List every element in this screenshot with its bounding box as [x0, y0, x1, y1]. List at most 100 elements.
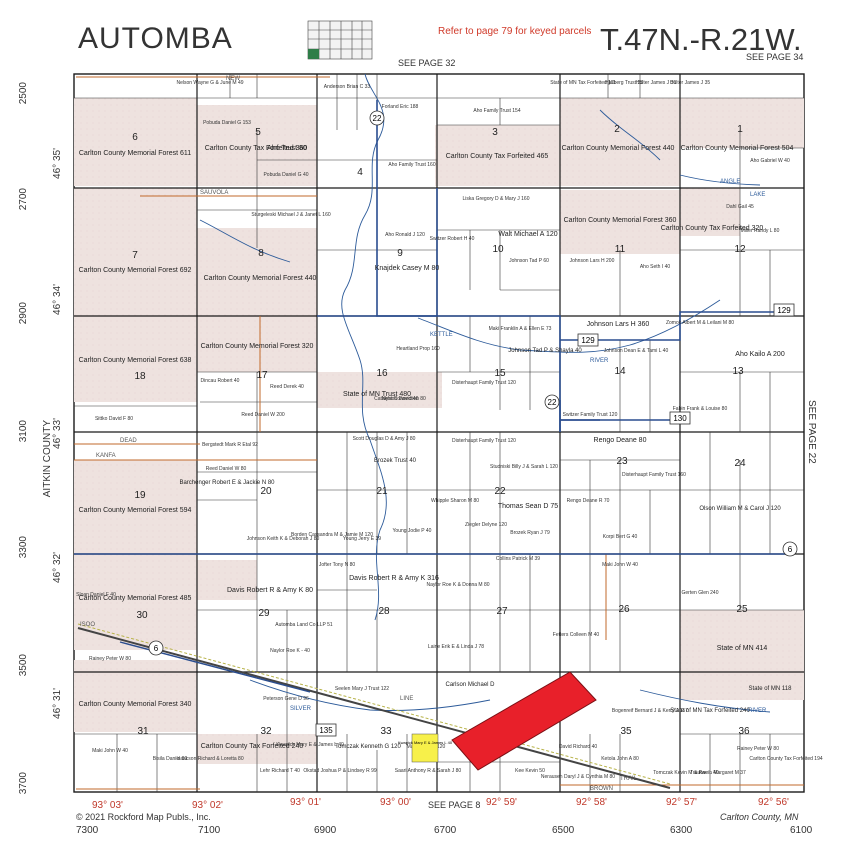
- section-owner-36: State of MN 118: [749, 686, 793, 692]
- section-number-1: 1: [737, 124, 743, 135]
- long-label-5: 92° 59': [486, 797, 517, 808]
- section-labels: 6 Carlton County Memorial Forest 611 5 C…: [79, 124, 794, 750]
- parcel-owner-label: Tomczak Kevin M & Rae L 40: [653, 770, 719, 776]
- parcel-owner-label: Ketola John A 80: [601, 756, 639, 762]
- section-number-20: 20: [260, 486, 272, 497]
- parcel-owner-label: Borden Cassandra M & Jamie M 120: [291, 532, 373, 538]
- section-owner-16: State of MN Trust 480: [343, 391, 411, 398]
- bottom-x-6500: 6500: [552, 825, 575, 836]
- route-129-east-label: 129: [777, 306, 791, 315]
- highlighted-parcel-marker: [451, 671, 597, 771]
- section-number-21: 21: [376, 486, 388, 497]
- parcel-owner-label: Scott Douglas D & Amy J 80: [353, 436, 416, 442]
- section-number-11: 11: [615, 244, 626, 255]
- forest-sec19: [74, 460, 197, 554]
- forest-sec1: [680, 98, 804, 148]
- section-number-33: 33: [380, 726, 392, 737]
- county-footer: Carlton County, MN: [720, 812, 799, 822]
- river-branch: [417, 299, 721, 353]
- parcel-owner-label: Disterhaupt Family Trust 120: [452, 438, 516, 444]
- parcel-owner-label: Johnson Tad P 60: [509, 258, 549, 264]
- parcel-owner-label: Sittko David F 80: [95, 416, 133, 422]
- parcel-owner-label: Zomok Albert M & Leilani M 80: [666, 320, 734, 326]
- forest-sec25: [680, 610, 804, 654]
- parcel-owner-label: Carlton County Tax Forfeited 194: [749, 756, 823, 762]
- bottom-x-7100: 7100: [198, 825, 221, 836]
- forest-sec30: [74, 554, 197, 650]
- parcel-owner-label: Aho Family Trust 154: [473, 108, 520, 114]
- parcel-owner-label: Trautwein Margaret M 37: [690, 770, 746, 776]
- parcel-owner-label: Johnson Lars H 200: [570, 258, 615, 264]
- parcel-owner-label: Reed Daniel W 80: [206, 466, 247, 472]
- parcel-owner-label: Reed Derek 40: [270, 384, 304, 390]
- route-129-shield: 129: [577, 333, 599, 347]
- trail-label: TRAIL: [620, 776, 638, 782]
- parcel-owner-label: Aho Family Trust 160: [388, 162, 435, 168]
- bottom-x-6300: 6300: [670, 825, 693, 836]
- parcel-owner-label: Gerten Glen 240: [682, 590, 719, 596]
- silver-label: SILVER: [290, 706, 312, 712]
- bottom-x-6900: 6900: [314, 825, 337, 836]
- route-135-label: 135: [319, 726, 333, 735]
- parcel-owner-label: Bogenreif Bernard J & Kerry J 157: [612, 708, 688, 714]
- parcel-owner-label: Disterhaupt Family Trust 120: [452, 380, 516, 386]
- brown-label: BROWN: [590, 786, 613, 792]
- section-owner-21: Brozek Trust 40: [374, 458, 417, 464]
- parcel-owner-label: Hulter James J 35: [670, 80, 711, 86]
- parcel-owner-label: Disterhaupt Family Trust 160: [622, 472, 686, 478]
- route-22-label: 22: [373, 114, 382, 123]
- parcel-owner-label: Seelen Mary J Trust 122: [335, 686, 389, 692]
- section-owner-15: Johnson Tad P & Shayla 40: [508, 348, 582, 354]
- route-shields: 22 22 129 129 130 6 6 135: [148, 110, 798, 737]
- rivers: [199, 73, 771, 713]
- east-river: [639, 689, 771, 713]
- kanfa-label: KANFA: [96, 453, 116, 459]
- parcel-owner-label: Isaacson Richard & Loretta 80: [176, 756, 243, 762]
- long-label-6: 92° 58': [576, 797, 607, 808]
- section-number-35: 35: [620, 726, 632, 737]
- section-number-24: 24: [734, 458, 746, 469]
- public-land-areas: [74, 98, 804, 764]
- parcel-owner-label: Lehr Richard T 40: [260, 768, 300, 774]
- parcel-owner-label: Nelson Wayne G & June M 49: [176, 80, 243, 86]
- highlight-label: Kwapick Mary E & James L 40: [398, 740, 453, 745]
- state-roads: [74, 100, 790, 555]
- route-129-shield-east: 129: [773, 303, 795, 317]
- long-label-3: 93° 01': [290, 797, 321, 808]
- section-owner-35: State of MN Tax Forfeited 240: [670, 708, 750, 714]
- section-owner-22: Thomas Sean D 75: [498, 503, 558, 510]
- copyright-notice: © 2021 Rockford Map Publs., Inc.: [76, 812, 211, 822]
- section-number-7: 7: [132, 250, 138, 261]
- route-130-shield: 130: [669, 411, 691, 425]
- parcel-owner-label: Sloan Daniel F 40: [76, 592, 116, 598]
- long-label-2: 93° 02': [192, 800, 223, 811]
- parcel-owner-label: Kwapick Mary E & James L 40: [276, 742, 344, 748]
- section-number-32: 32: [260, 726, 272, 737]
- parcel-owner-label: Studniski Billy J & Sarah L 120: [490, 464, 558, 470]
- parcel-owner-label: Switzer Family Trust 120: [563, 412, 618, 418]
- route-130-label: 130: [673, 414, 687, 423]
- forest-sec2: [560, 98, 680, 186]
- forest-sec7: [74, 188, 197, 316]
- parcel-owner-label: Switzer Robert H 40: [430, 236, 475, 242]
- parcel-owner-label: Kee Kevin 50: [515, 768, 545, 774]
- parcel-owner-label: Reed Daniel W 200: [241, 412, 285, 418]
- section-owner-12: Carlton County Tax Forfeited 320: [661, 225, 764, 232]
- new-label: NEW: [226, 76, 240, 82]
- long-label-4: 93° 00': [380, 797, 411, 808]
- parcel-owner-label: Whipple Sharon M 80: [431, 498, 479, 504]
- section-number-6: 6: [132, 132, 138, 143]
- section-number-2: 2: [614, 124, 620, 135]
- parcel-owner-label: Rengo Deane R 70: [567, 498, 610, 504]
- route-135-shield: 135: [315, 723, 337, 737]
- parcel-owner-label: Korpi Bert G 40: [603, 534, 638, 540]
- parcel-owner-label: Liska Gregory D & Mary J 160: [463, 196, 530, 202]
- forest-sec31: [74, 660, 197, 732]
- route-6-shield: 6: [148, 640, 164, 656]
- section-number-3: 3: [492, 127, 498, 138]
- section-owner-24: Olson William M & Carol J 120: [699, 506, 781, 512]
- bottom-x-6700: 6700: [434, 825, 457, 836]
- parcel-owner-label: Young Jerry E 39: [343, 536, 381, 542]
- section-owner-32: Carlton County Tax Forfeited 240: [201, 743, 304, 750]
- route-22-shield: 22: [369, 110, 385, 126]
